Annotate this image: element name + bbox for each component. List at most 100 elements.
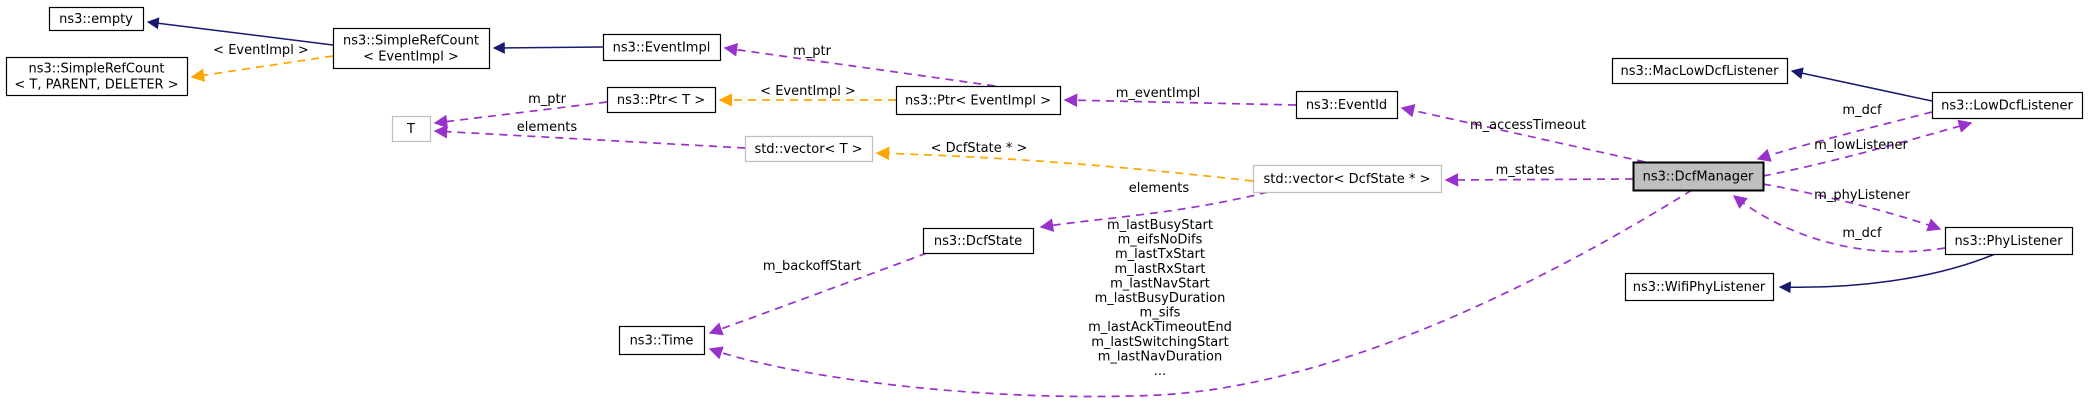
- node-wifiphylistener-label: ns3::WifiPhyListener: [1633, 280, 1766, 295]
- node-ptr-t-box: [606, 86, 717, 114]
- edge-inherit-lowdcflistener-to-maclowdcflistener: [1790, 67, 1933, 102]
- edge-usage-dcfmanager-to-eventid-m-accessTimeout: [1400, 104, 1646, 163]
- label-m-lowListener-line: m_lowListener: [1814, 138, 1908, 153]
- label-elements-vector-t: elements: [517, 120, 578, 135]
- node-dcfmanager[interactable]: ns3::DcfManager: [1632, 161, 1765, 192]
- node-time-label: ns3::Time: [630, 334, 694, 349]
- node-eventid-box: [1295, 90, 1399, 120]
- label-m-dcf-low-line: m_dcf: [1842, 103, 1882, 118]
- label-template-dcfstate: < DcfState * >: [931, 141, 1028, 156]
- node-simplerefcount-generic-label: < T, PARENT, DELETER >: [14, 78, 178, 93]
- label-m-backoffStart: m_backoffStart: [763, 259, 861, 274]
- node-eventimpl-label: ns3::EventImpl: [613, 41, 711, 56]
- edge-inherit-simplerefcount-eventimpl-to-empty: [146, 17, 334, 46]
- node-lowdcflistener-label: ns3::LowDcfListener: [1941, 99, 2073, 114]
- node-empty[interactable]: ns3::empty: [48, 6, 145, 32]
- node-vector-t-label: std::vector< T >: [754, 142, 862, 157]
- edge-usage-dcfmanager-to-time-members: [708, 189, 1693, 398]
- edge-usage-vector-dcfstate-to-dcfstate-elements: [1039, 191, 1269, 232]
- label-elements-vector-t-line: elements: [517, 120, 578, 135]
- edge-usage-dcfmanager-to-lowdcflistener-m-lowListener: [1762, 119, 1973, 177]
- node-maclowdcflistener-box: [1611, 57, 1789, 85]
- edge-usage-phylistener-to-dcfmanager-m-dcf: [1732, 195, 1946, 253]
- node-t-label: T: [406, 122, 415, 137]
- node-simplerefcount-generic-box: [5, 56, 189, 97]
- label-m-ptr-t: m_ptr: [528, 92, 567, 107]
- node-phylistener[interactable]: ns3::PhyListener: [1944, 226, 2074, 256]
- edge-usage-ptr-t-to-t: [433, 101, 608, 129]
- node-dcfmanager-box: [1632, 161, 1765, 192]
- node-dcfstate[interactable]: ns3::DcfState: [922, 227, 1035, 255]
- edge-template-simplerefcount-eventimpl-to-simplerefcount-generic: [190, 55, 334, 82]
- label-m-accessTimeout-line: m_accessTimeout: [1470, 118, 1586, 133]
- edge-inherit-phylistener-to-wifiphylistener: [1778, 253, 1996, 294]
- node-t-box: [391, 115, 432, 143]
- label-m-phyListener-line: m_phyListener: [1814, 188, 1910, 203]
- label-dcfmanager-time-members-line: m_lastBusyStart: [1107, 218, 1213, 233]
- node-eventid[interactable]: ns3::EventId: [1295, 90, 1399, 120]
- edge-inherit-eventimpl-to-simplerefcount-eventimpl: [492, 41, 604, 54]
- label-template-eventimpl-mid-line: < EventImpl >: [760, 84, 856, 99]
- node-eventid-label: ns3::EventId: [1306, 98, 1387, 113]
- edge-usage-dcfmanager-to-phylistener-m-phyListener: [1762, 183, 1942, 232]
- node-simplerefcount-eventimpl[interactable]: ns3::SimpleRefCount< EventImpl >: [332, 27, 491, 70]
- label-elements-vector-dcfstate-line: elements: [1129, 181, 1190, 196]
- node-dcfstate-label: ns3::DcfState: [934, 234, 1022, 249]
- node-vector-dcfstate[interactable]: std::vector< DcfState * >: [1252, 164, 1443, 194]
- label-template-dcfstate-line: < DcfState * >: [931, 141, 1028, 156]
- node-empty-label: ns3::empty: [59, 12, 133, 27]
- label-dcfmanager-time-members-line: ...: [1154, 364, 1166, 379]
- label-m-ptr-eventimpl-line: m_ptr: [793, 44, 832, 59]
- node-vector-t[interactable]: std::vector< T >: [744, 135, 874, 163]
- label-dcfmanager-time-members-line: m_lastSwitchingStart: [1091, 335, 1228, 350]
- node-maclowdcflistener[interactable]: ns3::MacLowDcfListener: [1611, 57, 1789, 85]
- node-phylistener-box: [1944, 226, 2074, 256]
- edge-usage-lowdcflistener-to-dcfmanager-m-dcf: [1756, 111, 1933, 162]
- label-m-lowListener: m_lowListener: [1814, 138, 1908, 153]
- node-vector-t-box: [744, 135, 874, 163]
- edge-usage-eventid-to-ptr-eventimpl: [1063, 93, 1297, 108]
- label-dcfmanager-time-members-line: m_lastNavDuration: [1098, 349, 1222, 364]
- label-template-eventimpl-left: < EventImpl >: [213, 43, 309, 58]
- label-template-eventimpl-left-line: < EventImpl >: [213, 43, 309, 58]
- node-ptr-eventimpl-box: [895, 85, 1062, 116]
- edge-usage-dcfstate-to-time-m-backoffStart: [708, 252, 928, 336]
- node-vector-dcfstate-box: [1252, 164, 1443, 194]
- label-m-ptr-eventimpl: m_ptr: [793, 44, 832, 59]
- label-template-eventimpl-mid: < EventImpl >: [760, 84, 856, 99]
- node-lowdcflistener-box: [1931, 91, 2084, 120]
- label-elements-vector-dcfstate: elements: [1129, 181, 1190, 196]
- label-m-dcf-phy-line: m_dcf: [1842, 226, 1882, 241]
- node-ptr-eventimpl[interactable]: ns3::Ptr< EventImpl >: [895, 85, 1062, 116]
- label-m-phyListener: m_phyListener: [1814, 188, 1910, 203]
- label-dcfmanager-time-members: m_lastBusyStartm_eifsNoDifsm_lastTxStart…: [1088, 218, 1232, 379]
- label-m-eventImpl-line: m_eventImpl: [1116, 86, 1201, 101]
- node-wifiphylistener[interactable]: ns3::WifiPhyListener: [1624, 272, 1775, 302]
- label-m-states: m_states: [1496, 163, 1555, 178]
- label-m-accessTimeout: m_accessTimeout: [1470, 118, 1586, 133]
- node-maclowdcflistener-label: ns3::MacLowDcfListener: [1620, 64, 1779, 79]
- node-ptr-t[interactable]: ns3::Ptr< T >: [606, 86, 717, 114]
- label-m-dcf-phy: m_dcf: [1842, 226, 1882, 241]
- node-simplerefcount-generic-label: ns3::SimpleRefCount: [28, 62, 164, 77]
- label-m-dcf-low: m_dcf: [1842, 103, 1882, 118]
- node-lowdcflistener[interactable]: ns3::LowDcfListener: [1931, 91, 2084, 120]
- node-simplerefcount-generic[interactable]: ns3::SimpleRefCount< T, PARENT, DELETER …: [5, 56, 189, 97]
- edge-usage-ptr-eventimpl-to-eventimpl: [723, 42, 996, 87]
- node-phylistener-label: ns3::PhyListener: [1954, 234, 2063, 249]
- node-eventimpl[interactable]: ns3::EventImpl: [602, 33, 722, 62]
- node-t[interactable]: T: [391, 115, 432, 143]
- node-time[interactable]: ns3::Time: [618, 325, 706, 356]
- label-dcfmanager-time-members-line: m_eifsNoDifs: [1118, 233, 1203, 248]
- node-wifiphylistener-box: [1624, 272, 1775, 302]
- node-time-box: [618, 325, 706, 356]
- label-dcfmanager-time-members-line: m_lastRxStart: [1114, 262, 1205, 277]
- node-dcfmanager-label: ns3::DcfManager: [1643, 170, 1754, 185]
- label-m-ptr-t-line: m_ptr: [528, 92, 567, 107]
- node-ptr-eventimpl-label: ns3::Ptr< EventImpl >: [905, 94, 1051, 109]
- node-simplerefcount-eventimpl-box: [332, 27, 491, 70]
- edge-template-vector-dcfstate-to-vector-t: [875, 146, 1254, 182]
- node-ptr-t-label: ns3::Ptr< T >: [617, 93, 705, 108]
